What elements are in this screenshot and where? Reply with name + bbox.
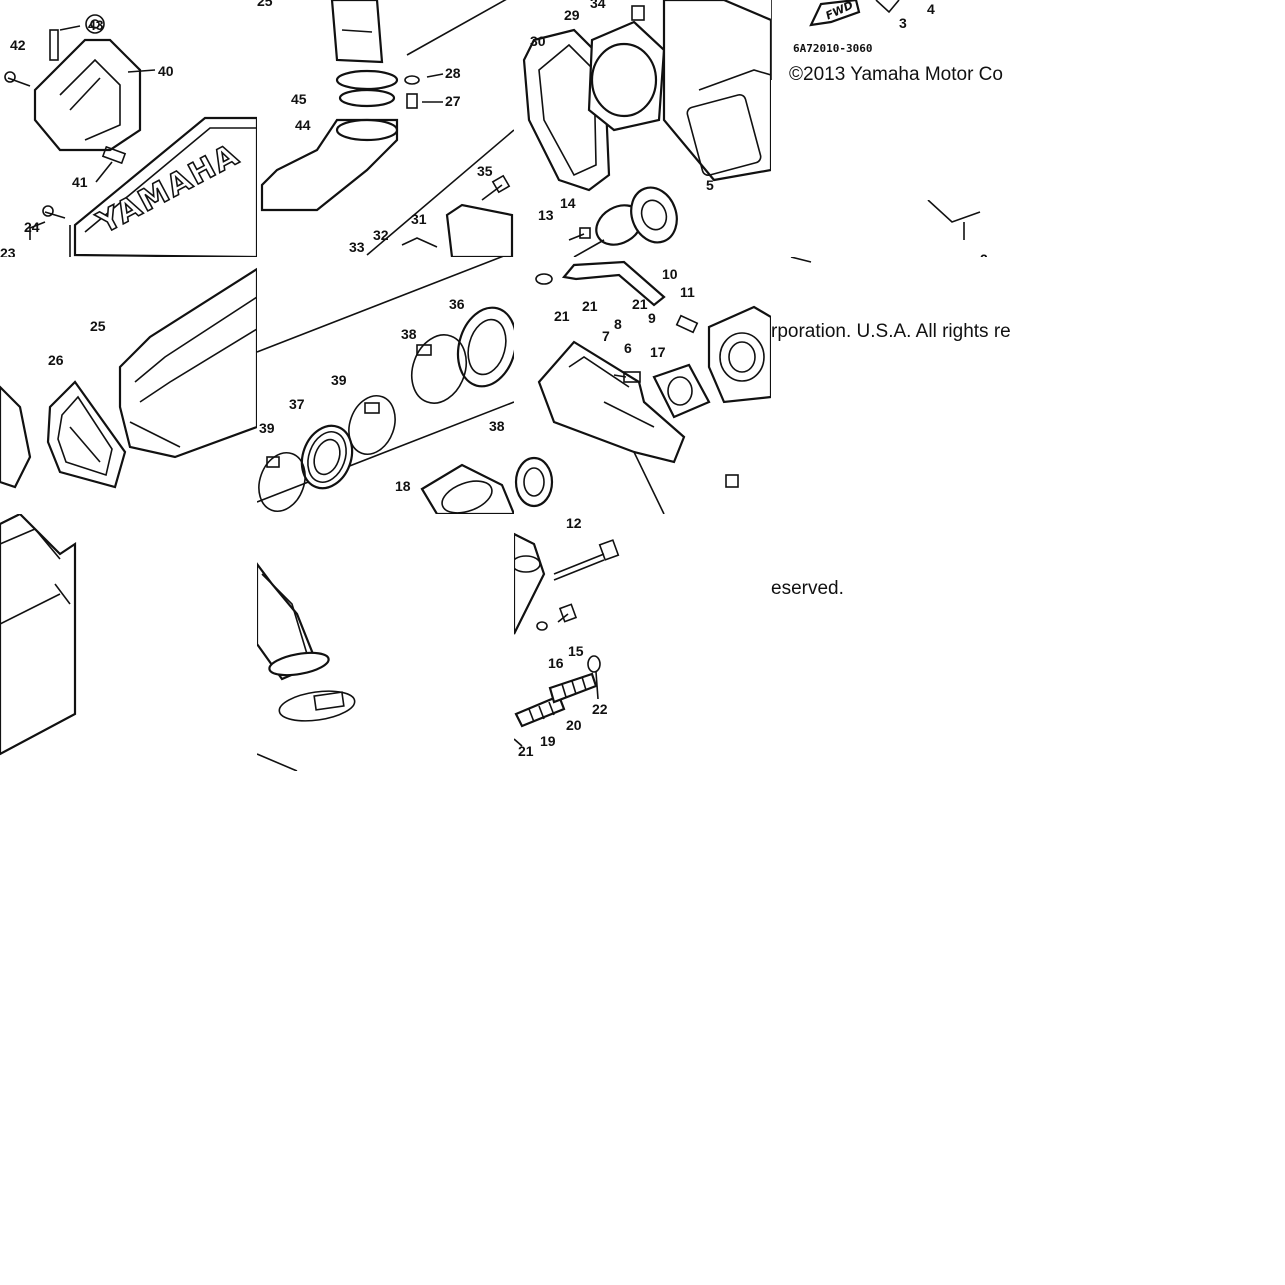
tile-r1-c1-drawing — [257, 257, 514, 514]
tile-r2-c0-drawing — [0, 514, 77, 756]
callout-6[interactable]: 6 — [624, 340, 632, 356]
tile-r1-c3-drawing — [790, 257, 812, 263]
callout-7[interactable]: 7 — [602, 328, 610, 344]
tile-r0-c3-drawing — [771, 0, 900, 80]
callout-21-bottom[interactable]: 21 — [518, 743, 534, 759]
callout-23[interactable]: 23 — [0, 245, 16, 257]
tile-r2-c1-drawing — [257, 562, 356, 771]
copyright-text-part-3: eserved. — [771, 578, 844, 599]
tile-r1-c0-drawing — [0, 267, 257, 489]
callout-8[interactable]: 8 — [614, 316, 622, 332]
callout-24[interactable]: 24 — [24, 219, 40, 235]
diagram-tile-r1-c3: rporation. U.S.A. All rights re — [771, 257, 1028, 514]
diagram-tile-r2-c0 — [0, 514, 257, 771]
copyright-text-part-1: ©2013 Yamaha Motor Co — [789, 64, 1003, 85]
diagram-tile-r2-c1 — [257, 514, 514, 771]
diagram-tile-r0-c2: 30 29 34 5 13 14 — [514, 0, 771, 257]
callout-28[interactable]: 28 — [445, 65, 461, 81]
callout-21-b[interactable]: 21 — [582, 298, 598, 314]
callout-21-c[interactable]: 21 — [632, 296, 648, 312]
tile-r1-c2-drawing — [514, 260, 771, 514]
callout-31[interactable]: 31 — [411, 211, 427, 227]
callout-39-left[interactable]: 39 — [259, 420, 275, 436]
callout-13[interactable]: 13 — [538, 207, 554, 223]
callout-9[interactable]: 9 — [648, 310, 656, 326]
callout-37[interactable]: 37 — [289, 396, 305, 412]
callout-29[interactable]: 29 — [564, 7, 580, 23]
callout-39-right[interactable]: 39 — [331, 372, 347, 388]
callout-40[interactable]: 40 — [158, 63, 174, 79]
callout-38[interactable]: 38 — [401, 326, 417, 342]
callout-45[interactable]: 45 — [291, 91, 307, 107]
callout-21-a[interactable]: 21 — [554, 308, 570, 324]
tile-r1-c4-drawing — [1028, 257, 1285, 514]
diagram-tile-r0-c3: FWD 3 4 6A72010-3060 ©2013 Yamaha Motor … — [771, 0, 1028, 257]
callout-17[interactable]: 17 — [650, 344, 666, 360]
diagram-tile-r2-c2: 12 15 16 22 20 19 21 — [514, 514, 771, 771]
callout-19[interactable]: 19 — [540, 733, 556, 749]
callout-18[interactable]: 18 — [395, 478, 411, 494]
callout-26[interactable]: 26 — [48, 352, 64, 368]
diagram-tile-r0-c1: 25 28 45 27 44 35 31 32 33 — [257, 0, 514, 257]
diagram-tile-r1-c2: 21 21 21 10 11 9 8 7 6 17 — [514, 257, 771, 514]
tile-r0-c0-drawing — [4, 14, 257, 257]
callout-25[interactable]: 25 — [257, 0, 273, 9]
callout-30[interactable]: 30 — [530, 33, 546, 49]
callout-33[interactable]: 33 — [349, 239, 365, 255]
callout-4[interactable]: 4 — [927, 1, 935, 17]
callout-42[interactable]: 42 — [10, 37, 26, 53]
tile-r0-c1-drawing — [260, 0, 514, 257]
callout-32[interactable]: 32 — [373, 227, 389, 243]
callout-41[interactable]: 41 — [72, 174, 88, 190]
callout-27[interactable]: 27 — [445, 93, 461, 109]
diagram-tile-r1-c4 — [1028, 257, 1285, 514]
copyright-text-part-2: rporation. U.S.A. All rights re — [771, 321, 1011, 342]
callout-15[interactable]: 15 — [568, 643, 584, 659]
callout-11[interactable]: 11 — [680, 284, 695, 300]
callout-43[interactable]: 43 — [88, 17, 104, 33]
callout-25-lower[interactable]: 25 — [90, 318, 106, 334]
diagram-tile-r2-c3: eserved. — [771, 514, 1028, 771]
tile-r2-c2-drawing — [514, 532, 620, 747]
callout-2[interactable]: 2 — [980, 252, 988, 257]
callout-44[interactable]: 44 — [295, 117, 311, 133]
callout-14[interactable]: 14 — [560, 195, 576, 211]
callout-12[interactable]: 12 — [566, 515, 582, 531]
callout-34[interactable]: 34 — [590, 0, 606, 11]
diagram-tile-part2-area: 2 — [900, 200, 1028, 257]
callout-20[interactable]: 20 — [566, 717, 582, 733]
callout-35[interactable]: 35 — [477, 163, 493, 179]
diagram-tile-r1-c1: 36 38 39 37 39 18 38 — [257, 257, 514, 514]
callout-3[interactable]: 3 — [899, 15, 907, 31]
callout-16[interactable]: 16 — [548, 655, 564, 671]
diagram-tile-r1-c0: 25 26 — [0, 257, 257, 514]
callout-10[interactable]: 10 — [662, 266, 678, 282]
callout-38-lower[interactable]: 38 — [489, 418, 505, 434]
tile-r0-c2-drawing — [522, 0, 771, 257]
part2-leader-drawing — [927, 200, 981, 240]
callout-36[interactable]: 36 — [449, 296, 465, 312]
callout-22[interactable]: 22 — [592, 701, 608, 717]
diagram-tile-r0-c0: YAMAHA 42 43 40 41 24 23 — [0, 0, 257, 257]
drawing-code: 6A72010-3060 — [793, 42, 873, 55]
callout-5[interactable]: 5 — [706, 177, 714, 193]
